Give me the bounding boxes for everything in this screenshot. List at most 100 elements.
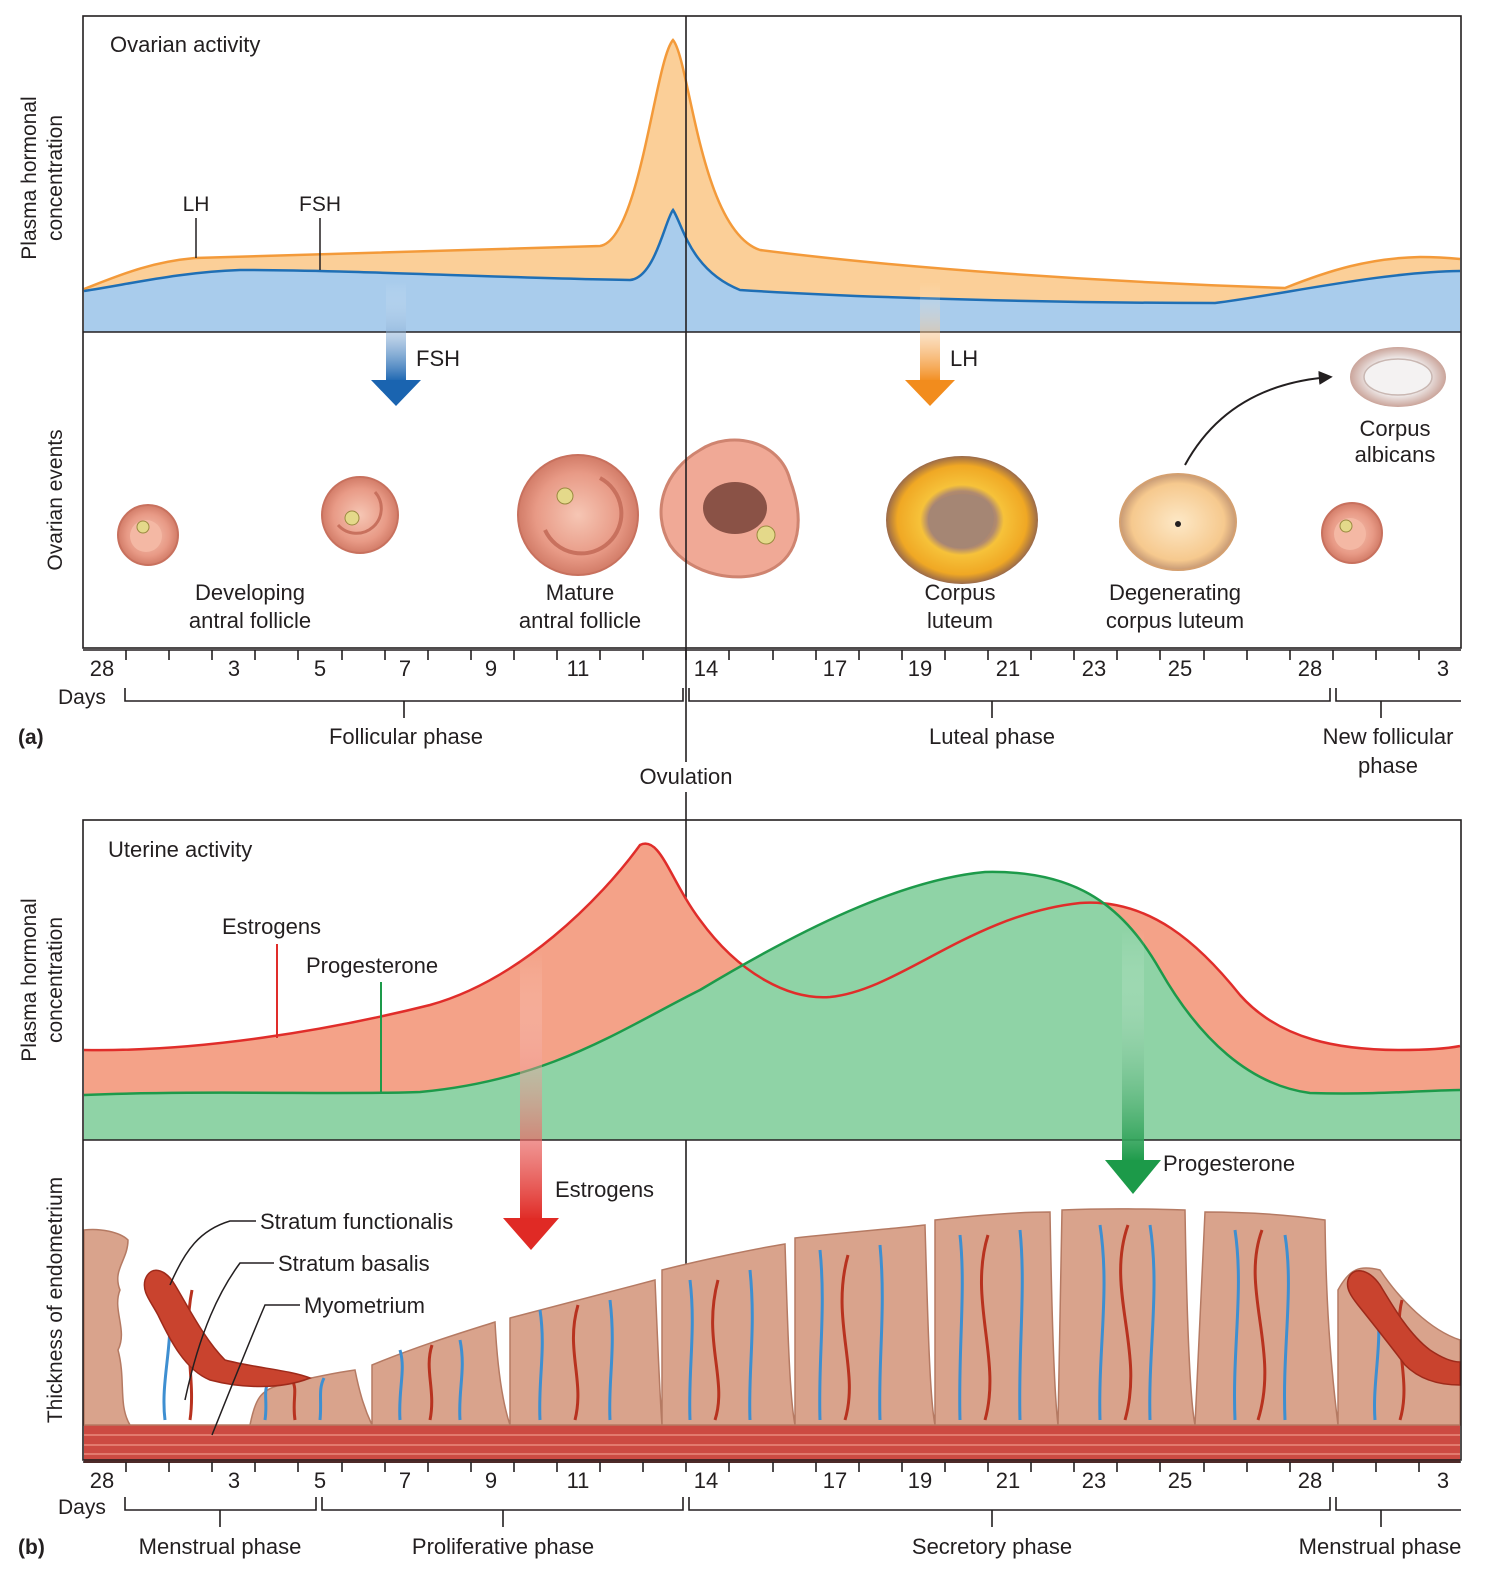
new-developing-follicle — [1321, 502, 1383, 564]
day-tick-label: 23 — [1082, 1468, 1106, 1493]
panel-b-y-label-1: Plasma hormonal — [18, 898, 41, 1061]
day-tick-label: 17 — [823, 1468, 847, 1493]
panel-b-y-label-2: concentration — [44, 917, 67, 1043]
day-tick-label: 5 — [314, 1468, 326, 1493]
secretory-bracket — [688, 1497, 1331, 1527]
panel-b-title: Uterine activity — [108, 837, 252, 862]
developing-follicle-label-1: Developing — [195, 580, 305, 605]
fsh-area — [84, 210, 1460, 332]
corpus-luteum — [886, 456, 1038, 584]
ovulation-label: Ovulation — [640, 764, 733, 789]
luteal-bracket — [688, 688, 1331, 718]
developing-follicle-label-2: antral follicle — [189, 608, 311, 633]
estrogen-arrow — [503, 950, 559, 1250]
day-tick-label: 3 — [228, 656, 240, 681]
panel-a-ovarian-events-label: Ovarian events — [44, 429, 67, 570]
developing-follicle-2 — [321, 476, 399, 554]
degenerating-corpus-luteum — [1119, 473, 1237, 571]
day-tick-label: 7 — [399, 656, 411, 681]
albicans-transition-arrow — [1184, 370, 1333, 466]
albicans-label-1: Corpus — [1360, 416, 1431, 441]
fsh-arrow-label: FSH — [416, 346, 460, 371]
follicular-phase-label: Follicular phase — [329, 724, 483, 749]
proliferative-bracket — [321, 1497, 684, 1527]
panel-b-letter: (b) — [18, 1536, 45, 1559]
day-tick-label: 3 — [1437, 656, 1449, 681]
lh-line — [83, 38, 1461, 291]
mature-follicle-label-1: Mature — [546, 580, 614, 605]
proliferative-phase-label: Proliferative phase — [412, 1534, 594, 1559]
panel-a-y-label-1: Plasma hormonal — [18, 96, 41, 259]
functionalis-tissue — [83, 1208, 1461, 1426]
menstrual-bracket-2 — [1335, 1497, 1461, 1527]
fsh-curve-label: FSH — [299, 193, 341, 216]
mature-follicle-label-2: antral follicle — [519, 608, 641, 633]
corpus-albicans — [1350, 347, 1446, 407]
lh-arrow-label: LH — [950, 346, 978, 371]
progesterone-line — [83, 870, 1461, 1097]
day-tick-label: 28 — [90, 1468, 114, 1493]
day-tick-label: 23 — [1082, 656, 1106, 681]
follicular-bracket — [124, 688, 684, 718]
degenerating-label-2: corpus luteum — [1106, 608, 1244, 633]
menstrual-phase-label-2: Menstrual phase — [1299, 1534, 1462, 1559]
day-tick-label: 11 — [567, 656, 590, 681]
ovulating-follicle — [659, 438, 800, 579]
fsh-line — [83, 207, 1461, 305]
menstrual-flow-right — [1346, 1270, 1461, 1386]
estrogen-arrow-label: Estrogens — [555, 1177, 654, 1202]
new-follicular-bracket — [1335, 688, 1461, 718]
myometrium-label: Myometrium — [304, 1293, 425, 1318]
lh-arrow — [905, 282, 955, 406]
day-tick-label: 28 — [1298, 1468, 1322, 1493]
menstrual-phase-label: Menstrual phase — [139, 1534, 302, 1559]
lh-curve-label: LH — [183, 193, 210, 216]
estrogens-curve-label: Estrogens — [222, 914, 321, 939]
day-tick-label: 25 — [1168, 656, 1192, 681]
panel-a-y-label-2: concentration — [44, 115, 67, 241]
secretory-phase-label: Secretory phase — [912, 1534, 1072, 1559]
panel-a-day-axis: 28 3 5 7 9 11 14 17 19 21 23 25 28 3 — [83, 649, 1461, 681]
day-tick-label: 11 — [567, 1468, 590, 1493]
fsh-arrow — [371, 282, 421, 406]
day-tick-label: 14 — [694, 656, 718, 681]
progesterone-arrow-label: Progesterone — [1163, 1151, 1295, 1176]
new-follicular-label-1: New follicular — [1323, 724, 1454, 749]
day-tick-label: 21 — [996, 1468, 1020, 1493]
corpus-luteum-label-2: luteum — [927, 608, 993, 633]
day-tick-label: 28 — [1298, 656, 1322, 681]
developing-follicle-1 — [117, 504, 179, 566]
day-tick-label: 14 — [694, 1468, 718, 1493]
day-tick-label: 3 — [228, 1468, 240, 1493]
albicans-label-2: albicans — [1355, 442, 1436, 467]
endometrial-vessels — [162, 1224, 1406, 1421]
panel-a-letter: (a) — [18, 726, 44, 749]
lh-area — [84, 40, 1460, 332]
day-tick-label: 9 — [485, 1468, 497, 1493]
day-tick-label: 17 — [823, 656, 847, 681]
day-tick-label: 19 — [908, 656, 932, 681]
panel-b-thickness-label: Thickness of endometrium — [44, 1177, 67, 1423]
day-tick-label: 21 — [996, 656, 1020, 681]
progesterone-area — [84, 871, 1460, 1140]
stratum-basalis-label: Stratum basalis — [278, 1251, 430, 1276]
mature-follicle — [517, 454, 639, 576]
menstrual-flow-left — [143, 1269, 313, 1388]
panel-b: Uterine activity Plasma hormonal concent… — [18, 819, 1462, 1559]
day-tick-label: 28 — [90, 656, 114, 681]
day-tick-label: 5 — [314, 656, 326, 681]
progesterone-arrow — [1105, 930, 1161, 1194]
panel-a-title: Ovarian activity — [110, 32, 260, 57]
endometrium — [83, 1208, 1461, 1463]
panel-b-days-label: Days — [58, 1496, 106, 1519]
day-tick-label: 9 — [485, 656, 497, 681]
corpus-luteum-label-1: Corpus — [925, 580, 996, 605]
day-tick-label: 19 — [908, 1468, 932, 1493]
day-tick-label: 25 — [1168, 1468, 1192, 1493]
panel-a-days-label: Days — [58, 686, 106, 709]
stratum-functionalis-label: Stratum functionalis — [260, 1209, 453, 1234]
progesterone-curve-label: Progesterone — [306, 953, 438, 978]
panel-a: Ovarian activity Plasma hormonal concent… — [18, 15, 1462, 778]
